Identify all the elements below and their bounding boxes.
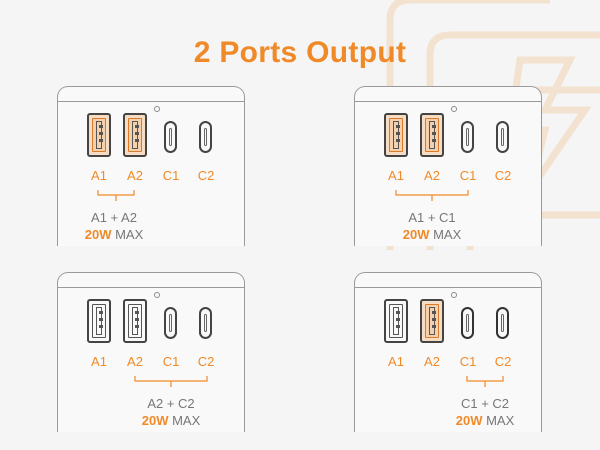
indicator-light-icon — [154, 292, 160, 298]
max-power-label: 20W MAX — [402, 227, 462, 242]
combo-bracket — [97, 190, 135, 201]
port-label-a2: A2 — [424, 168, 440, 183]
usb-a-port-icon — [384, 299, 408, 343]
usb-c-port-icon — [164, 121, 177, 153]
port-label-c1: C1 — [162, 168, 180, 183]
combo-label: A2 + C2 — [147, 396, 195, 411]
usb-c-port-icon — [199, 121, 212, 153]
charger-panel-a1-a2: A1 A2 C1 C2 A1 + A2 20W MAX — [57, 86, 245, 246]
max-power-label: 20W MAX — [455, 413, 515, 428]
port-label-c2: C2 — [197, 354, 215, 369]
combo-bracket — [134, 376, 208, 387]
combo-bracket — [395, 190, 469, 201]
usb-c-port-icon — [496, 121, 509, 153]
charger-body — [57, 272, 245, 432]
charger-body — [354, 272, 542, 432]
usb-a-port-icon — [384, 113, 408, 157]
indicator-light-icon — [154, 106, 160, 112]
usb-a-port-icon — [420, 113, 444, 157]
port-label-c1: C1 — [459, 354, 477, 369]
page-title: 2 Ports Output — [193, 36, 407, 69]
port-label-a1: A1 — [91, 168, 107, 183]
usb-c-port-icon — [164, 307, 177, 339]
charger-panel-a1-c1: A1 A2 C1 C2 A1 + C1 20W MAX — [354, 86, 542, 246]
port-label-c1: C1 — [162, 354, 180, 369]
port-label-c2: C2 — [494, 354, 512, 369]
combo-label: A1 + A2 — [91, 210, 137, 225]
usb-c-port-icon — [199, 307, 212, 339]
max-power-label: 20W MAX — [141, 413, 201, 428]
usb-a-port-icon — [123, 299, 147, 343]
usb-a-port-icon — [123, 113, 147, 157]
port-label-a1: A1 — [388, 168, 404, 183]
port-label-a1: A1 — [91, 354, 107, 369]
port-label-c2: C2 — [197, 168, 215, 183]
usb-c-port-icon — [496, 307, 509, 339]
combo-bracket — [466, 376, 504, 387]
port-label-a2: A2 — [127, 168, 143, 183]
port-label-a2: A2 — [424, 354, 440, 369]
charger-body — [57, 86, 245, 246]
port-label-c1: C1 — [459, 168, 477, 183]
usb-a-port-icon — [420, 299, 444, 343]
combo-label: C1 + C2 — [460, 396, 510, 411]
port-label-c2: C2 — [494, 168, 512, 183]
usb-a-port-icon — [87, 299, 111, 343]
usb-c-port-icon — [461, 121, 474, 153]
usb-a-port-icon — [87, 113, 111, 157]
port-label-a1: A1 — [388, 354, 404, 369]
combo-label: A1 + C1 — [408, 210, 456, 225]
port-label-a2: A2 — [127, 354, 143, 369]
indicator-light-icon — [451, 292, 457, 298]
charger-body — [354, 86, 542, 246]
max-power-label: 20W MAX — [84, 227, 144, 242]
charger-panel-a2-c2: A1 A2 C1 C2 A2 + C2 20W MAX — [57, 272, 245, 432]
usb-c-port-icon — [461, 307, 474, 339]
indicator-light-icon — [451, 106, 457, 112]
charger-panel-c1-c2: A1 A2 C1 C2 C1 + C2 20W MAX — [354, 272, 542, 432]
